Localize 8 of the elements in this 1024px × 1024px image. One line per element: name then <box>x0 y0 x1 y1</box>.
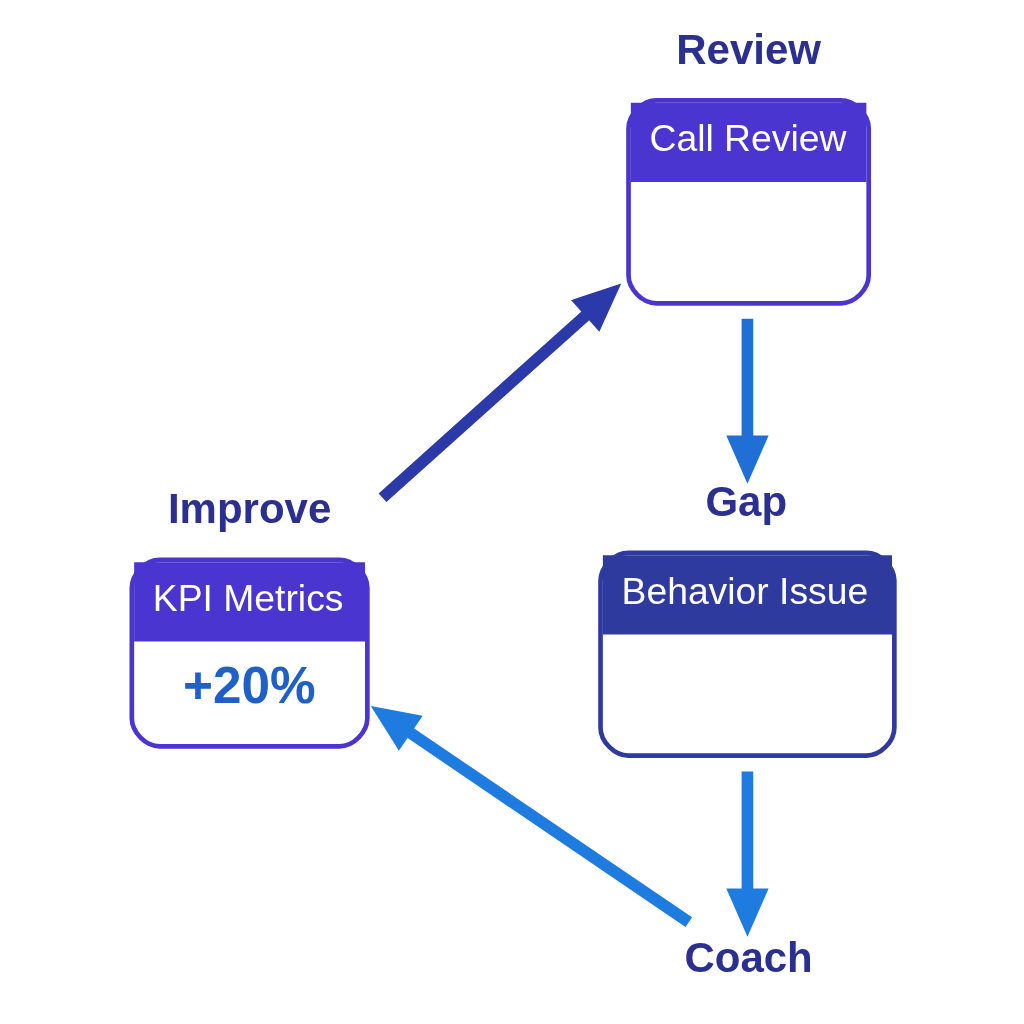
arrow <box>725 771 769 937</box>
arrow <box>370 705 692 927</box>
arrow <box>725 318 769 484</box>
node-text: Coach <box>683 934 813 982</box>
node-label: Gap <box>704 478 787 526</box>
node-label: Review <box>675 26 821 74</box>
arrow <box>378 283 621 503</box>
node-label: Improve <box>167 485 331 533</box>
